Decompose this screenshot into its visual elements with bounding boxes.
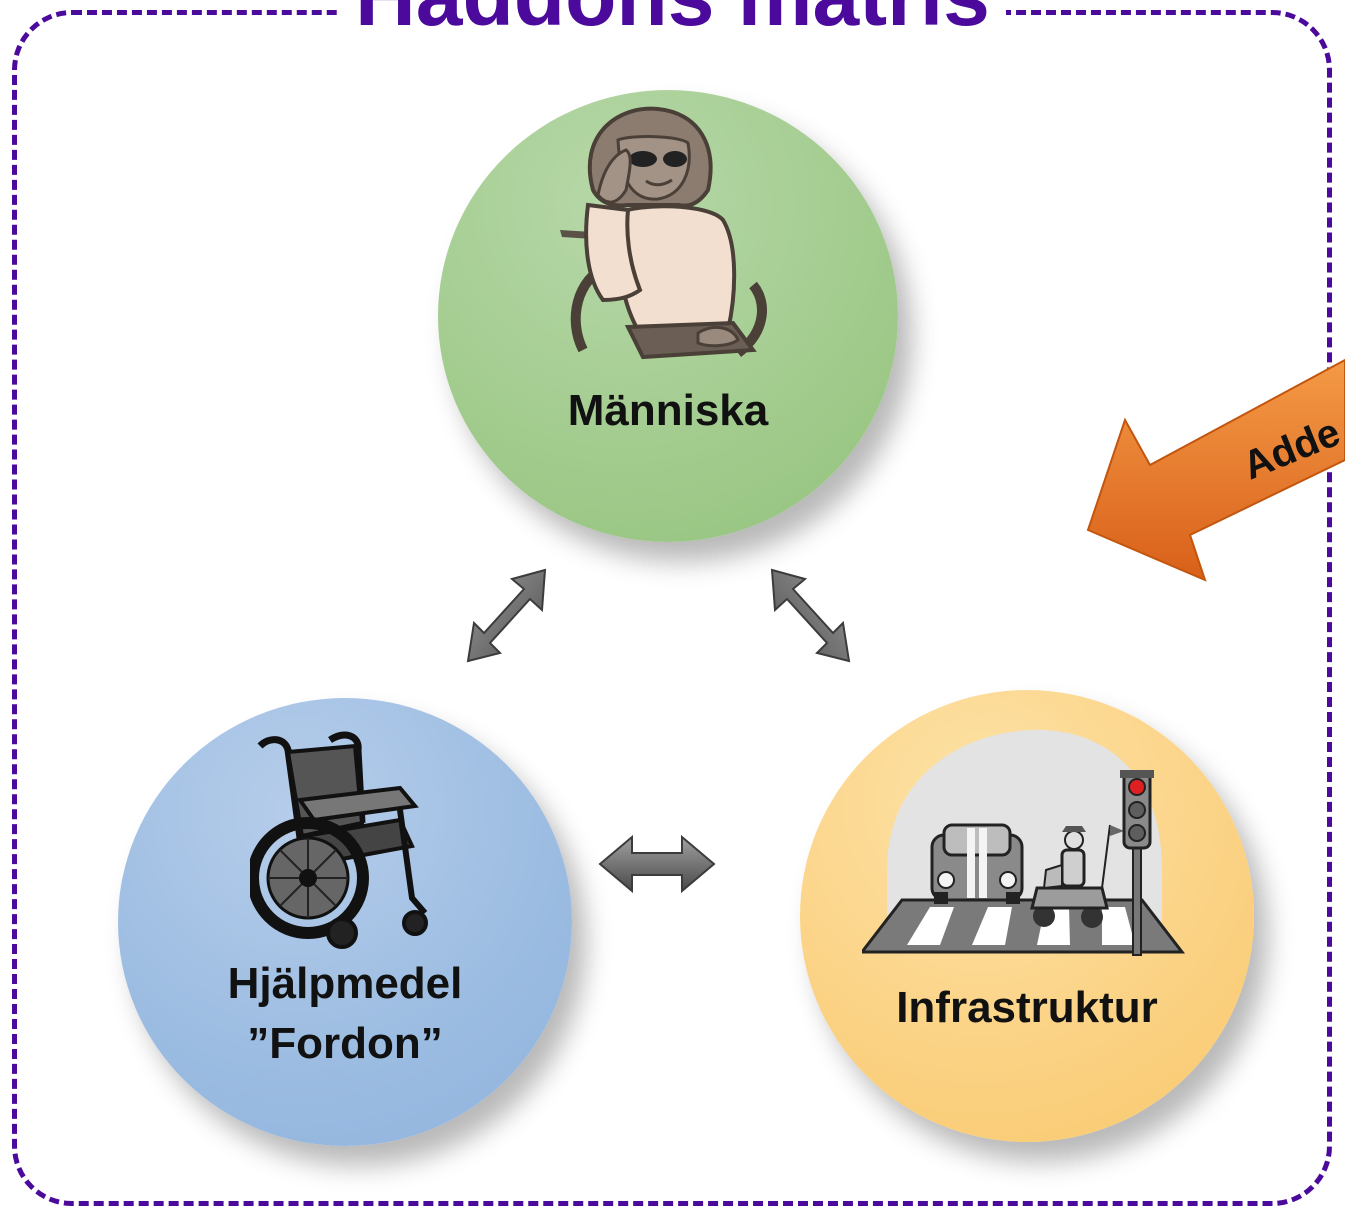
- wheelchair-icon: [250, 731, 428, 949]
- double-arrow-human-infrastructure-icon: [770, 568, 851, 663]
- aid-label-line2: ”Fordon”: [247, 1019, 443, 1068]
- callout-arrow: Adde: [1086, 358, 1345, 582]
- double-arrow-aid-infrastructure-icon: [598, 834, 716, 894]
- aid-label-line1: Hjälpmedel: [227, 959, 463, 1008]
- diagram-title: Haddons matris: [0, 0, 1345, 43]
- infrastructure-label: Infrastruktur: [896, 983, 1158, 1032]
- person-in-wheelchair-icon: [560, 106, 767, 360]
- double-arrow-human-aid-icon: [466, 568, 547, 663]
- human-label: Människa: [567, 386, 769, 435]
- title-text: Haddons matris: [339, 0, 1006, 43]
- crosswalk-scene-icon: [862, 729, 1186, 956]
